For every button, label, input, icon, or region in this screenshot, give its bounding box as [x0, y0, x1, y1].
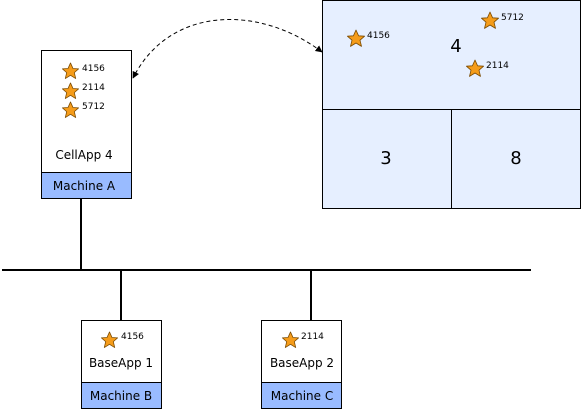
entity-id-label: 5712 [82, 102, 105, 112]
machine-a-label: Machine A [53, 179, 116, 193]
network [2, 199, 531, 320]
machine-c-band [261, 382, 342, 409]
migration-arrow [132, 18, 323, 79]
cellapp-node: CellApp 4 Machine A 4156 2114 5712 [41, 50, 132, 199]
baseapp-2-node: 2114 BaseApp 2 Machine C [261, 320, 342, 409]
cell-4-label: 4 [450, 36, 461, 57]
entity-id-label: 4156 [367, 31, 390, 41]
machine-b-band [81, 382, 162, 409]
entity-id-label: 4156 [121, 332, 144, 342]
entity-id-label: 2114 [82, 83, 105, 93]
entity-id-label: 2114 [486, 61, 509, 71]
entity-id-label: 2114 [301, 332, 324, 342]
entity-id-label: 5712 [501, 13, 524, 23]
baseapp-1-node: 4156 BaseApp 1 Machine B [81, 320, 162, 409]
space-map: 4 3 8 4156 5712 2114 [322, 0, 581, 209]
cellapp-label: CellApp 4 [55, 148, 112, 162]
machine-a-band [41, 172, 132, 199]
entity-id-label: 4156 [82, 64, 105, 74]
cell-8-label: 8 [510, 148, 521, 169]
cell-3-label: 3 [380, 148, 391, 169]
machine-b-label: Machine B [90, 389, 152, 403]
baseapp-2-label: BaseApp 2 [270, 356, 334, 370]
machine-c-label: Machine C [271, 389, 333, 403]
baseapp-1-label: BaseApp 1 [89, 356, 153, 370]
